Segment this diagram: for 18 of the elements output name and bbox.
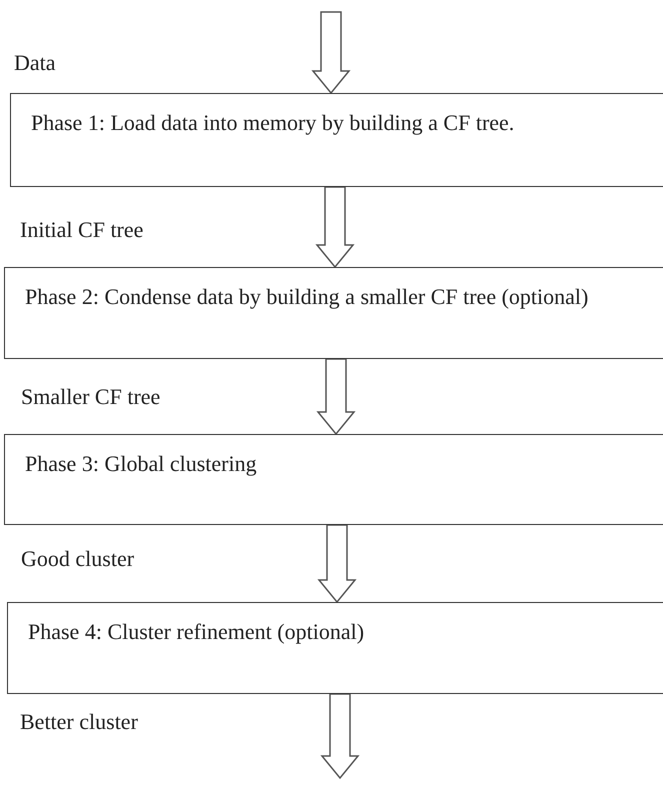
box-text: Phase 1: Load data into memory by building a CF tree. bbox=[31, 109, 516, 137]
process-box bbox=[4, 267, 663, 359]
process-box bbox=[10, 93, 663, 187]
process-box bbox=[4, 434, 663, 525]
hollow-arrow bbox=[317, 524, 357, 604]
stage-label: Smaller CF tree bbox=[21, 384, 160, 410]
process-box bbox=[7, 602, 663, 694]
stage-label: Data bbox=[14, 50, 56, 76]
box-text: Phase 2: Condense data by building a smaller CF tree (optional) bbox=[25, 283, 590, 311]
box-text: Phase 3: Global clustering bbox=[25, 450, 258, 478]
hollow-arrow bbox=[320, 693, 360, 780]
hollow-arrow bbox=[316, 358, 356, 436]
hollow-arrow bbox=[311, 11, 351, 94]
stage-label: Better cluster bbox=[20, 709, 138, 735]
hollow-arrow bbox=[315, 186, 355, 268]
stage-label: Good cluster bbox=[21, 546, 134, 572]
box-text: Phase 4: Cluster refinement (optional) bbox=[28, 618, 366, 646]
stage-label: Initial CF tree bbox=[20, 217, 144, 243]
